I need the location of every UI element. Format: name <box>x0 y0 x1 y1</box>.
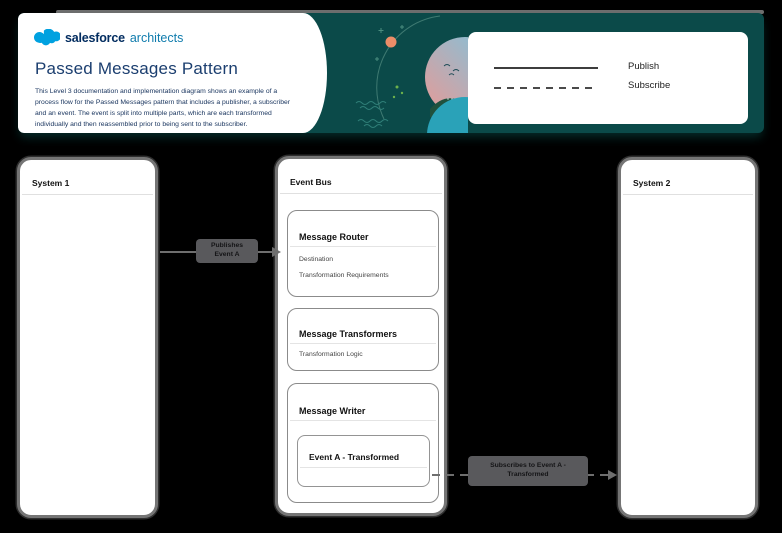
message-transformers-box: Message Transformers Transformation Logi… <box>287 308 439 371</box>
planet-icon <box>425 37 468 117</box>
banner-illustration <box>355 15 468 133</box>
divider <box>623 194 753 195</box>
event-a-transformed-title: Event A - Transformed <box>309 452 400 462</box>
system1-box: System 1 <box>17 157 158 518</box>
event-bus-box: Event Bus Message Router Destination Tra… <box>275 156 447 516</box>
subscribe-line-sample <box>494 87 598 89</box>
brand-name: salesforce <box>65 30 125 45</box>
divider <box>300 467 427 468</box>
divider <box>280 193 442 194</box>
divider <box>290 246 436 247</box>
system2-box: System 2 <box>618 157 758 518</box>
publish-arrowhead-icon <box>272 247 281 257</box>
legend-card: Publish Subscribe <box>468 32 748 124</box>
router-item-destination: Destination <box>299 256 334 263</box>
window-edge-strip <box>56 10 764 14</box>
arc-decoration <box>376 15 441 120</box>
subscribe-arrow-label: Subscribes to Event A - Transformed <box>468 456 588 486</box>
publish-arrow-label: Publishes Event A <box>196 239 258 263</box>
event-a-transformed-box: Event A - Transformed <box>297 435 430 487</box>
message-writer-title: Message Writer <box>299 406 366 416</box>
header-banner: salesforce architects Passed Messages Pa… <box>18 13 764 133</box>
message-router-box: Message Router Destination Transformatio… <box>287 210 439 297</box>
system1-title: System 1 <box>32 178 70 188</box>
leaf-dots <box>392 85 404 99</box>
router-item-transformation-requirements: Transformation Requirements <box>299 272 389 279</box>
legend-subscribe-label: Subscribe <box>628 80 671 91</box>
event-bus-title: Event Bus <box>290 177 332 187</box>
divider <box>290 420 436 421</box>
page-title: Passed Messages Pattern <box>35 59 239 78</box>
salesforce-cloud-icon <box>34 29 60 46</box>
subscribe-arrowhead-icon <box>608 470 617 480</box>
divider <box>22 194 153 195</box>
water-shape <box>427 97 468 133</box>
sun-icon <box>385 36 397 48</box>
legend-publish-label: Publish <box>628 61 660 72</box>
divider <box>290 343 436 344</box>
header-white-panel: salesforce architects Passed Messages Pa… <box>18 13 327 133</box>
birds-icon <box>443 64 460 76</box>
plus-marks <box>375 25 404 61</box>
message-transformers-title: Message Transformers <box>299 329 398 339</box>
message-writer-box: Message Writer Event A - Transformed <box>287 383 439 503</box>
publish-line-sample <box>494 67 598 69</box>
waves-decoration <box>355 101 389 128</box>
system2-title: System 2 <box>633 178 671 188</box>
brand-logo: salesforce architects <box>34 29 183 46</box>
transformers-item-logic: Transformation Logic <box>299 351 363 358</box>
brand-suffix: architects <box>129 30 184 45</box>
page-description: This Level 3 documentation and implement… <box>35 88 291 128</box>
message-router-title: Message Router <box>299 232 369 242</box>
